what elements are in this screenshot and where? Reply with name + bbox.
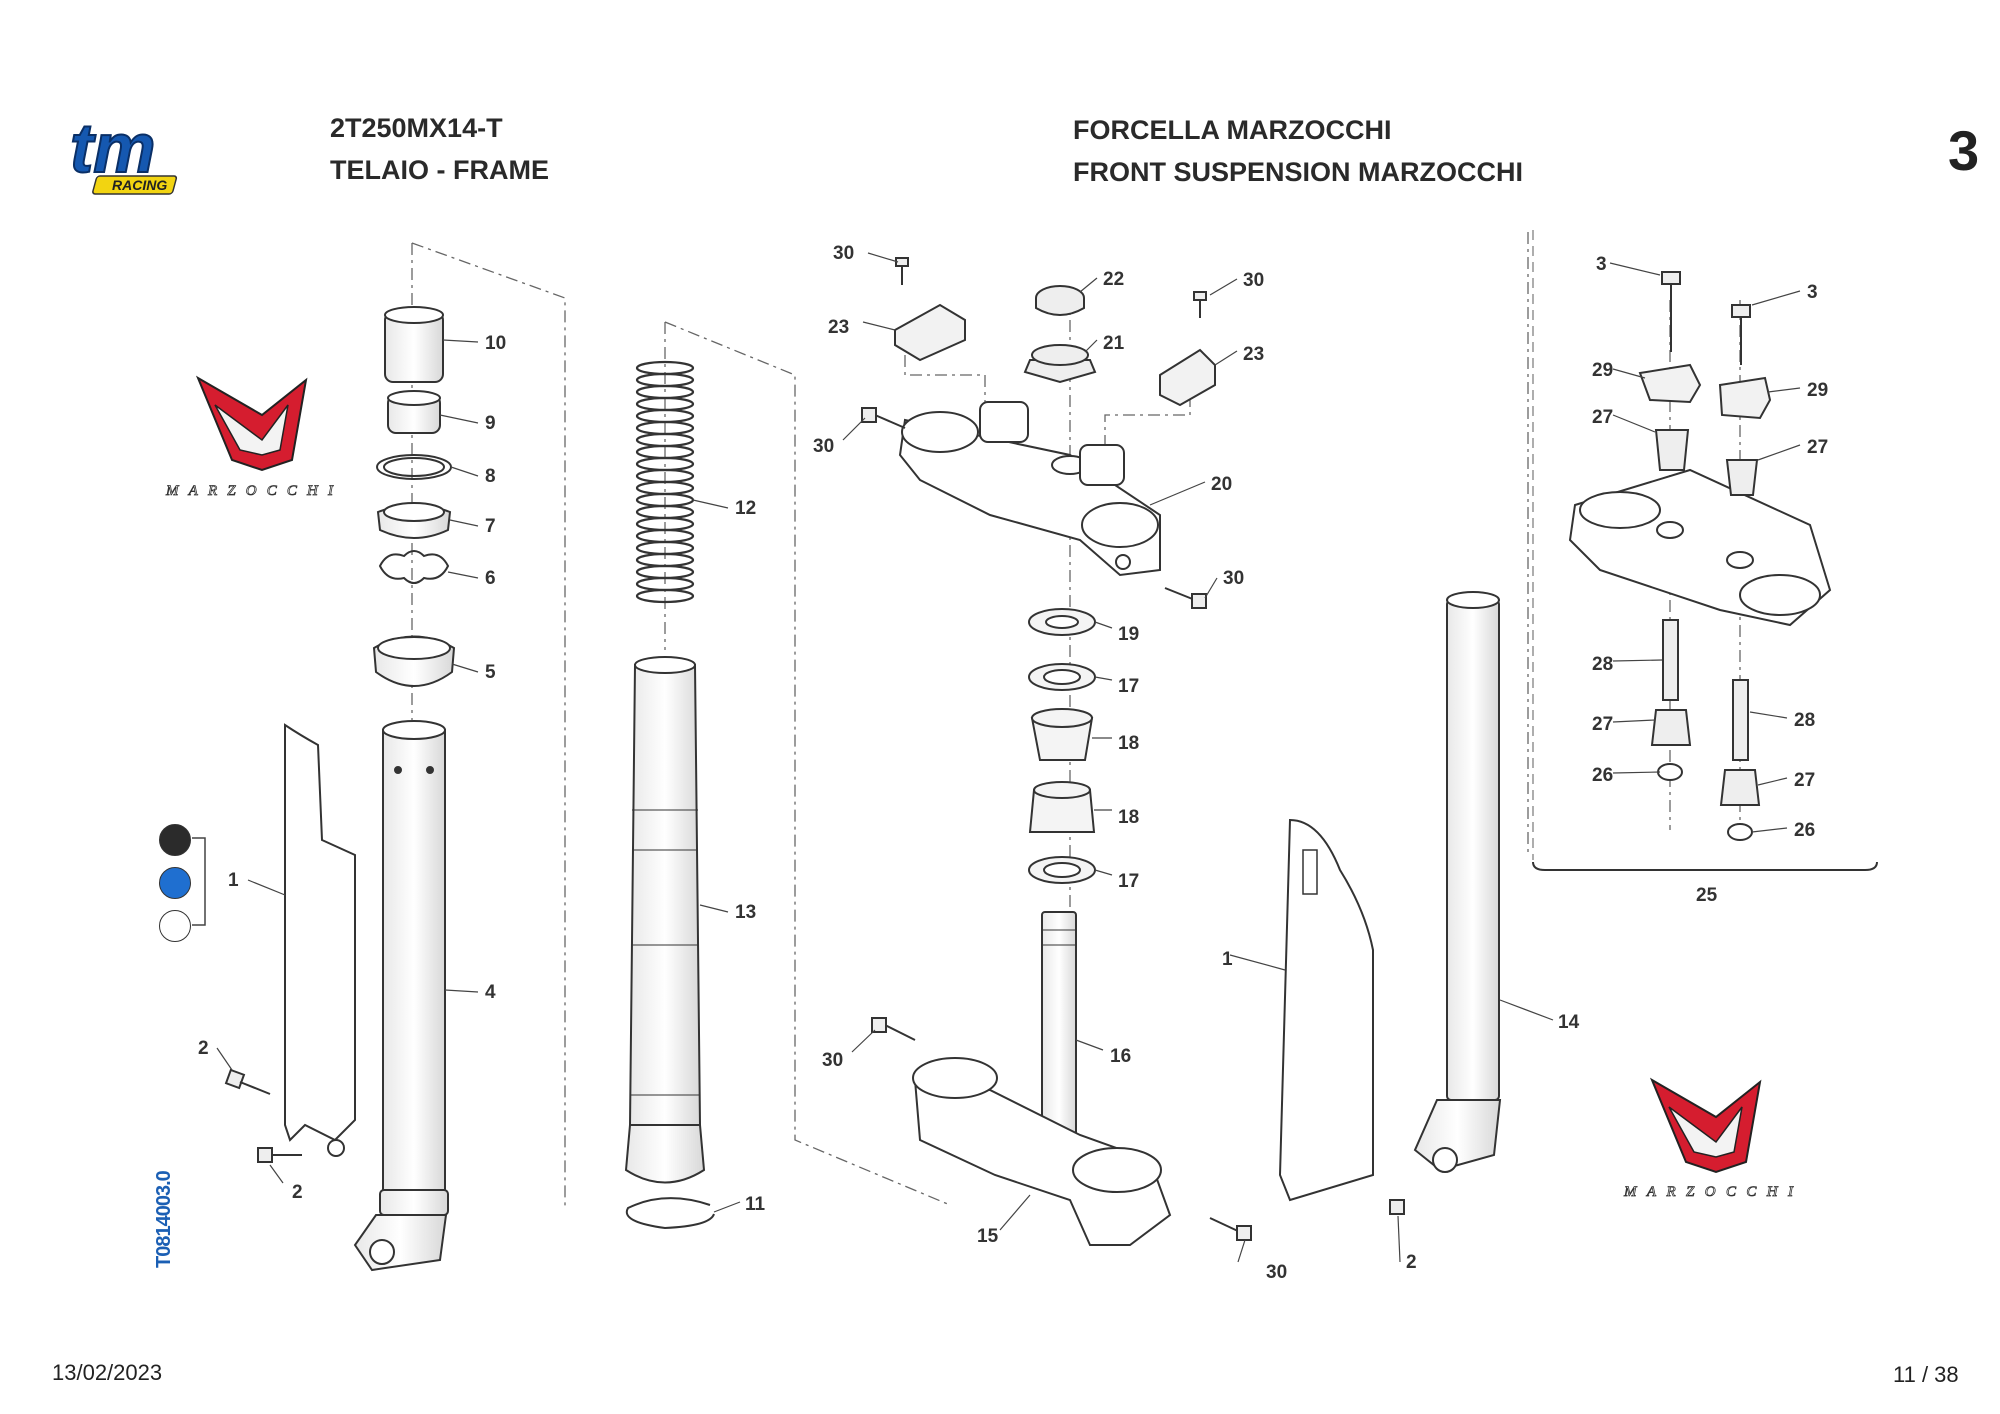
callout-16: 16 (1110, 1046, 1131, 1067)
callout-26-left: 26 (1592, 765, 1613, 786)
callout-23-right: 23 (1243, 344, 1264, 365)
color-swatch-blue (159, 867, 191, 899)
part-2-bolt-right (1389, 1199, 1405, 1215)
callout-8: 8 (485, 466, 496, 487)
part-12-spring (635, 360, 695, 604)
part-1-fork-guard-left (284, 723, 356, 1142)
callout-20: 20 (1211, 474, 1232, 495)
callout-2-right: 2 (1406, 1252, 1417, 1273)
callout-9: 9 (485, 413, 496, 434)
marzocchi-logo-right: MARZOCCHI (1623, 1077, 1796, 1200)
marzocchi-logo-left: MARZOCCHI (165, 375, 336, 499)
kit-25-detail (1568, 271, 1832, 841)
callout-3-left: 3 (1596, 254, 1607, 275)
callout-30-top-left: 30 (833, 243, 854, 264)
callout-23-left: 23 (828, 317, 849, 338)
callout-14: 14 (1558, 1012, 1580, 1033)
callout-30-lower-right: 30 (1266, 1262, 1287, 1283)
part-23-clamp-caps (894, 303, 1216, 407)
callout-30-mid-left: 30 (813, 436, 834, 457)
callout-30-top-right: 30 (1243, 270, 1264, 291)
callout-numbers: 1 2 2 4 5 6 7 8 9 10 11 12 13 30 23 30 2… (198, 243, 1828, 1283)
color-swatch-black (159, 824, 191, 856)
callout-29-left: 29 (1592, 360, 1613, 381)
callout-6: 6 (485, 568, 496, 589)
marzocchi-wordmark-right: MARZOCCHI (1623, 1184, 1796, 1200)
model-code: 2T250MX14-T (330, 113, 503, 143)
callout-17-top: 17 (1118, 676, 1139, 697)
callout-22: 22 (1103, 269, 1124, 290)
color-swatch-white (159, 910, 191, 942)
part-20-upper-clamp (898, 401, 1161, 577)
footer-page: 11 / 38 (1893, 1362, 1959, 1387)
callout-29-right: 29 (1807, 380, 1828, 401)
left-fork-assembly (353, 306, 456, 1272)
callout-21: 21 (1103, 333, 1125, 354)
group-title: TELAIO - FRAME (330, 155, 549, 185)
tm-logo-subtext: RACING (112, 177, 167, 193)
callout-1-right: 1 (1222, 949, 1233, 970)
callout-3-right: 3 (1807, 282, 1818, 303)
tm-logo-text: tm (70, 120, 156, 187)
part-2-bolts-left (224, 1068, 302, 1163)
callout-28-right: 28 (1794, 710, 1815, 731)
part-16-steering-stem (1041, 911, 1077, 1143)
part-4-outer-tube (382, 729, 446, 1191)
tm-racing-logo: tm RACING (62, 108, 232, 200)
part-6-clip (378, 550, 450, 584)
callout-27-bottom-right: 27 (1794, 770, 1815, 791)
tm-racing-logo-icon: tm RACING (69, 108, 178, 195)
callout-5: 5 (485, 662, 496, 683)
title-english: FRONT SUSPENSION MARZOCCHI (1073, 157, 1524, 187)
callout-27-bottom-left: 27 (1592, 714, 1613, 735)
callout-27-top-right: 27 (1807, 437, 1828, 458)
callout-13: 13 (735, 902, 756, 923)
callout-30-mid-right: 30 (1223, 568, 1244, 589)
callout-15: 15 (977, 1226, 999, 1247)
leader-lines (216, 252, 1801, 1263)
callout-25: 25 (1696, 885, 1718, 906)
steering-bearings (1028, 608, 1096, 884)
callout-2-left-a: 2 (198, 1038, 209, 1059)
part-11-circlip (625, 1197, 715, 1230)
callout-10: 10 (485, 333, 506, 354)
part-30-bolts (861, 257, 1252, 1241)
callout-18-bottom: 18 (1118, 807, 1139, 828)
footer-date: 13/02/2023 (52, 1360, 163, 1385)
swatch-bracket (192, 837, 206, 926)
callout-18-top: 18 (1118, 733, 1139, 754)
callout-19: 19 (1118, 624, 1139, 645)
callout-7: 7 (485, 516, 496, 537)
title-italian: FORCELLA MARZOCCHI (1073, 115, 1392, 145)
part-21-22-nut-cap (1023, 285, 1097, 384)
callout-11: 11 (745, 1194, 766, 1215)
callout-4: 4 (485, 982, 496, 1003)
kit-25-bracket (1532, 861, 1878, 871)
callout-12: 12 (735, 498, 756, 519)
part-1-fork-guard-right (1278, 818, 1374, 1202)
callout-27-top-left: 27 (1592, 407, 1613, 428)
callout-2-left-b: 2 (292, 1182, 303, 1203)
callout-17-bottom: 17 (1118, 871, 1139, 892)
callout-1-left: 1 (228, 870, 239, 891)
part-14-right-fork (1413, 591, 1502, 1173)
part-15-lower-clamp (912, 1057, 1172, 1246)
callout-26-right: 26 (1794, 820, 1815, 841)
marzocchi-wordmark-left: MARZOCCHI (165, 483, 336, 499)
callout-28-left: 28 (1592, 654, 1613, 675)
page-section-number: 3 (1948, 119, 1980, 182)
callout-30-lower-left: 30 (822, 1050, 843, 1071)
part-13-inner-tube (624, 656, 706, 1184)
